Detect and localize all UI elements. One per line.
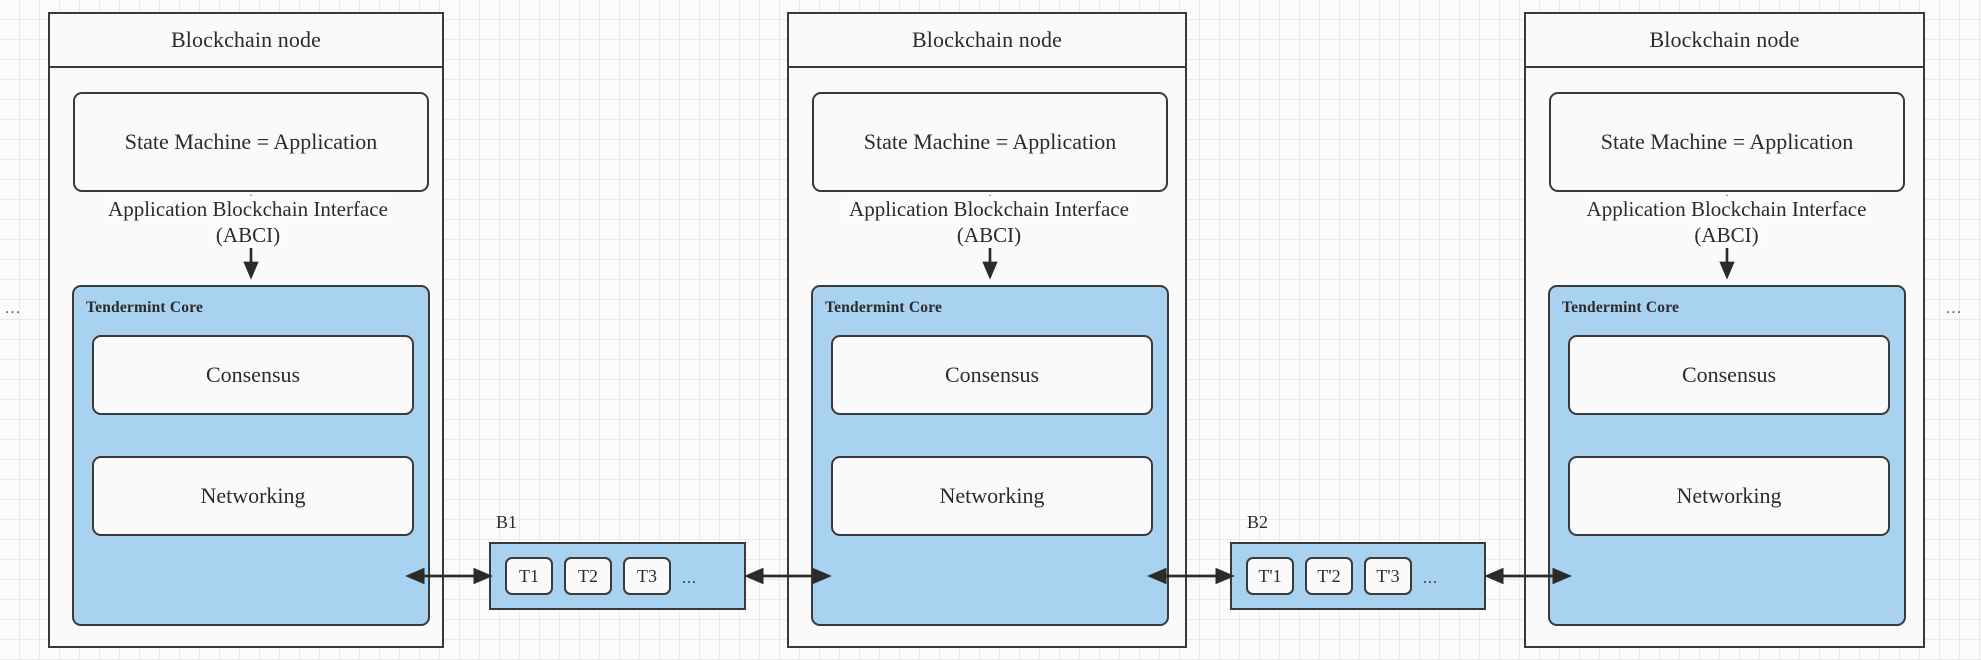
node-3-header-label: Blockchain node xyxy=(1526,14,1923,68)
node-2-state-machine-label: State Machine = Application xyxy=(863,129,1117,154)
transaction-chip: T'1 xyxy=(1246,557,1294,595)
node-2-abci-line2: (ABCI) xyxy=(954,222,1024,248)
node-1-abci-line2: (ABCI) xyxy=(213,222,283,248)
transaction-chip: T3 xyxy=(623,557,671,595)
node-1-state-machine-label: State Machine = Application xyxy=(124,129,378,154)
node-3-tendermint-core: Tendermint Core Consensus Networking xyxy=(1548,285,1906,626)
block-b2-ellipsis: ... xyxy=(1423,570,1438,587)
right-continuation-ellipsis: ... xyxy=(1946,300,1963,317)
block-b1: T1 T2 T3 ... xyxy=(489,542,746,610)
block-b2-label: B2 xyxy=(1247,512,1269,532)
node-2-consensus-label: Consensus xyxy=(944,362,1040,387)
node-3-networking-label: Networking xyxy=(1676,483,1782,508)
node-3-consensus-label: Consensus xyxy=(1681,362,1777,387)
transaction-chip: T2 xyxy=(564,557,612,595)
node-1-networking-label: Networking xyxy=(200,483,306,508)
node-3-consensus-box: Consensus xyxy=(1568,335,1890,415)
left-continuation-ellipsis: ... xyxy=(5,300,22,317)
transaction-chip: T'2 xyxy=(1305,557,1353,595)
node-3-abci-line1: Application Blockchain Interface xyxy=(1584,196,1869,222)
b1-to-node2-arrow xyxy=(744,567,832,585)
node-1-header-label: Blockchain node xyxy=(50,14,442,68)
node-2-state-machine-box: State Machine = Application xyxy=(812,92,1168,192)
transaction-chip: T'3 xyxy=(1364,557,1412,595)
node-2-tendermint-core: Tendermint Core Consensus Networking xyxy=(811,285,1169,626)
node-1-tendermint-core: Tendermint Core Consensus Networking xyxy=(72,285,430,626)
node-1-core-title: Tendermint Core xyxy=(86,299,204,316)
node-1-abci-label: Application Blockchain Interface (ABCI) xyxy=(50,196,446,248)
blockchain-node-1: Blockchain node State Machine = Applicat… xyxy=(48,12,444,648)
node1-to-b1-arrow xyxy=(405,567,493,585)
node-1-consensus-box: Consensus xyxy=(92,335,414,415)
node-2-networking-label: Networking xyxy=(939,483,1045,508)
node-3-core-title: Tendermint Core xyxy=(1562,299,1680,316)
block-b2: T'1 T'2 T'3 ... xyxy=(1230,542,1486,610)
node-3-state-machine-box: State Machine = Application xyxy=(1549,92,1905,192)
blockchain-node-3: Blockchain node State Machine = Applicat… xyxy=(1524,12,1925,648)
node-3-state-machine-label: State Machine = Application xyxy=(1600,129,1854,154)
node-2-networking-box: Networking xyxy=(831,456,1153,536)
transaction-chip: T1 xyxy=(505,557,553,595)
node2-to-b2-arrow xyxy=(1147,567,1235,585)
node-3-abci-line2: (ABCI) xyxy=(1692,222,1761,248)
node-3-networking-box: Networking xyxy=(1568,456,1890,536)
node-2-core-title: Tendermint Core xyxy=(825,299,943,316)
block-b1-ellipsis: ... xyxy=(682,570,697,587)
block-b1-label: B1 xyxy=(496,512,518,532)
node-1-abci-line1: Application Blockchain Interface xyxy=(106,196,390,222)
node-1-state-machine-box: State Machine = Application xyxy=(73,92,429,192)
node-2-abci-label: Application Blockchain Interface (ABCI) xyxy=(789,196,1189,248)
node-2-header-label: Blockchain node xyxy=(789,14,1185,68)
node-1-consensus-label: Consensus xyxy=(205,362,301,387)
blockchain-node-2: Blockchain node State Machine = Applicat… xyxy=(787,12,1187,648)
b2-to-node3-arrow xyxy=(1484,567,1572,585)
node-2-abci-line1: Application Blockchain Interface xyxy=(847,196,1131,222)
node-1-networking-box: Networking xyxy=(92,456,414,536)
node-3-abci-label: Application Blockchain Interface (ABCI) xyxy=(1526,196,1927,248)
node-2-consensus-box: Consensus xyxy=(831,335,1153,415)
